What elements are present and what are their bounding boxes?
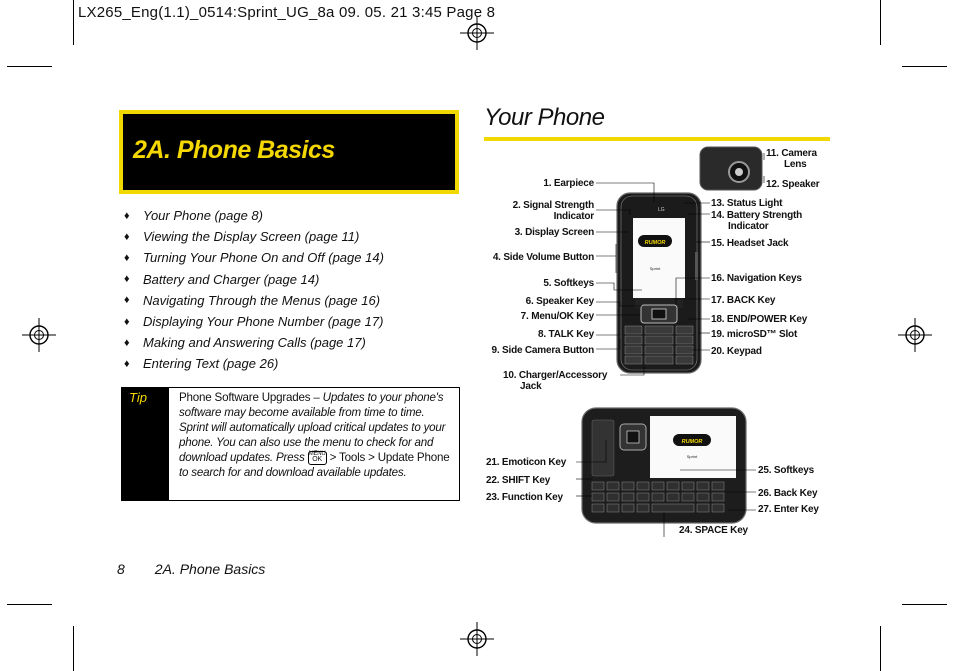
crop-mark	[73, 0, 74, 45]
callout-side-camera: 9. Side Camera Button	[491, 345, 595, 356]
crop-mark	[902, 604, 947, 605]
crop-mark	[880, 0, 881, 45]
callout-function-key: 23. Function Key	[486, 492, 563, 503]
callout-end-power-key: 18. END/POWER Key	[711, 314, 808, 325]
bullet-icon: ♦	[124, 273, 130, 286]
bullet-icon: ♦	[124, 251, 130, 264]
callout-microsd-slot: 19. microSD™ Slot	[711, 329, 798, 340]
callout-softkeys-slider: 25. Softkeys	[758, 465, 814, 476]
page-footer: 8 2A. Phone Basics	[117, 561, 265, 577]
phone-front-icon: RUMOR Sprint LG	[616, 192, 702, 374]
callout-menu-ok-key: 7. Menu/OK Key	[520, 311, 595, 322]
footer-section: 2A. Phone Basics	[154, 561, 266, 577]
registration-mark-icon	[22, 318, 56, 352]
callout-keypad: 20. Keypad	[711, 346, 762, 357]
toc-item[interactable]: ♦Viewing the Display Screen (page 11)	[124, 229, 360, 245]
callout-camera-lens-2: Lens	[784, 159, 807, 170]
crop-mark	[73, 626, 74, 671]
toc-item[interactable]: ♦Displaying Your Phone Number (page 17)	[124, 314, 384, 330]
crop-mark	[902, 66, 947, 67]
callout-back-key-slider: 26. Back Key	[758, 488, 818, 499]
svg-text:LG: LG	[658, 207, 665, 213]
page-number: 8	[117, 561, 125, 577]
callout-camera-lens: 11. Camera	[766, 148, 817, 159]
tip-text: Phone Software Upgrades – Updates to you…	[179, 391, 450, 479]
callout-shift-key: 22. SHIFT Key	[486, 475, 551, 486]
callout-space-key: 24. SPACE Key	[679, 525, 748, 536]
phone-slider-icon: RUMOR Sprint	[581, 407, 747, 524]
bullet-icon: ♦	[124, 315, 130, 328]
toc-item[interactable]: ♦Entering Text (page 26)	[124, 356, 279, 372]
callout-side-volume: 4. Side Volume Button	[492, 252, 594, 263]
callout-status-light: 13. Status Light	[711, 198, 783, 209]
bullet-icon: ♦	[124, 209, 130, 222]
registration-mark-icon	[898, 318, 932, 352]
callout-speaker-key: 6. Speaker Key	[525, 296, 595, 307]
chapter-title: 2A. Phone Basics	[133, 136, 335, 164]
svg-text:RUMOR: RUMOR	[645, 240, 666, 246]
crop-mark	[7, 604, 52, 605]
callout-emoticon-key: 21. Emoticon Key	[486, 457, 567, 468]
callout-battery-strength-2: Indicator	[728, 221, 769, 232]
callout-navigation-keys: 16. Navigation Keys	[711, 273, 802, 284]
callout-softkeys: 5. Softkeys	[543, 278, 594, 289]
tip-label: Tip	[122, 388, 169, 500]
chapter-contents-list: ♦Your Phone (page 8) ♦Viewing the Displa…	[124, 205, 454, 375]
toc-item[interactable]: ♦Your Phone (page 8)	[124, 208, 263, 224]
callout-charger-jack: 10. Charger/Accessory	[503, 370, 608, 381]
toc-item[interactable]: ♦Navigating Through the Menus (page 16)	[124, 292, 381, 308]
callout-battery-strength: 14. Battery Strength	[711, 210, 803, 221]
section-rule	[484, 137, 830, 141]
svg-text:Sprint: Sprint	[650, 266, 661, 271]
callout-back-key: 17. BACK Key	[711, 295, 776, 306]
bullet-icon: ♦	[124, 336, 130, 349]
callout-enter-key: 27. Enter Key	[758, 504, 819, 515]
toc-item[interactable]: ♦Battery and Charger (page 14)	[124, 271, 320, 287]
crop-mark	[880, 626, 881, 671]
registration-mark-icon	[460, 16, 494, 50]
callout-signal-strength-2: Indicator	[553, 211, 595, 222]
svg-text:RUMOR: RUMOR	[682, 439, 703, 445]
callout-charger-jack-2: Jack	[520, 381, 542, 392]
bullet-icon: ♦	[124, 357, 130, 370]
callout-headset-jack: 15. Headset Jack	[711, 238, 789, 249]
phone-back-icon	[699, 146, 763, 191]
registration-mark-icon	[460, 622, 494, 656]
bullet-icon: ♦	[124, 230, 130, 243]
print-slug: LX265_Eng(1.1)_0514:Sprint_UG_8a 09. 05.…	[78, 4, 496, 21]
phone-illustration: RUMOR Sprint LG RUMOR Sprint	[576, 146, 765, 537]
svg-text:Sprint: Sprint	[687, 454, 698, 459]
tip-box: Tip Phone Software Upgrades – Updates to…	[121, 387, 460, 501]
callout-display-screen: 3. Display Screen	[514, 227, 595, 238]
callout-earpiece: 1. Earpiece	[543, 178, 594, 189]
section-title: Your Phone	[484, 104, 605, 131]
bullet-icon: ♦	[124, 294, 130, 307]
callout-talk-key: 8. TALK Key	[538, 329, 594, 340]
crop-mark	[7, 66, 52, 67]
toc-item[interactable]: ♦Turning Your Phone On and Off (page 14)	[124, 250, 384, 266]
callout-signal-strength: 2. Signal Strength	[512, 200, 595, 211]
toc-item[interactable]: ♦Making and Answering Calls (page 17)	[124, 335, 366, 351]
chapter-title-box: 2A. Phone Basics	[119, 110, 459, 194]
callout-speaker: 12. Speaker	[766, 179, 820, 190]
